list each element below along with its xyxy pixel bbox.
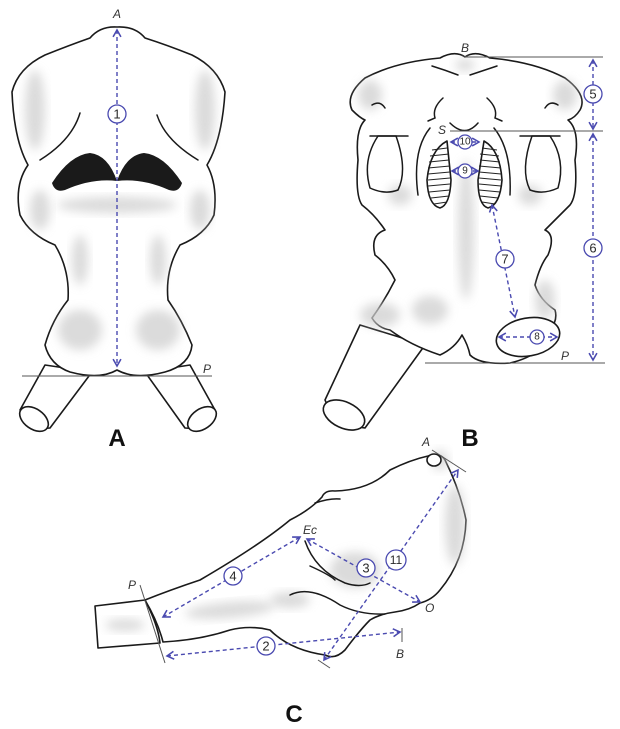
- measurement-1-marker: [107, 104, 127, 124]
- shading-a: [25, 70, 215, 350]
- landmark-p-a: P: [203, 362, 211, 376]
- landmark-p-b: P: [561, 349, 569, 363]
- measurement-10-number: 10: [459, 137, 471, 148]
- panel-c-lateral-view: 4 2 3 11 A Ec P O B C: [94, 435, 467, 728]
- ridge-b-1: [431, 65, 459, 76]
- landmark-a-c: A: [421, 435, 430, 449]
- ridge-b-3: [427, 97, 444, 122]
- measurement-9-number: 9: [462, 166, 468, 177]
- measurement-2-number: 2: [262, 639, 269, 654]
- p-reference-line-c: [139, 584, 166, 664]
- measurement-5-number: 5: [589, 87, 596, 102]
- choana-right: [477, 140, 503, 209]
- measurement-11-marker: [385, 549, 407, 571]
- landmark-s: S: [438, 123, 446, 137]
- measurement-1-number: 1: [113, 107, 120, 122]
- landmark-o: O: [425, 601, 434, 615]
- ridge-b-2: [469, 65, 498, 76]
- landmark-a-top: A: [112, 7, 121, 21]
- landmark-p-c: P: [128, 578, 136, 592]
- measurement-8-marker: [529, 329, 545, 345]
- measurement-2-marker: [256, 636, 276, 656]
- measurement-10-marker: [457, 134, 473, 150]
- measurement-6-number: 6: [589, 241, 596, 256]
- palate-ridge-left: [415, 127, 431, 196]
- ridge-b-5: [371, 102, 386, 109]
- a-reference-line-c: [431, 449, 467, 473]
- panel-label-a: A: [108, 425, 125, 452]
- landmark-b-c: B: [396, 647, 404, 661]
- landmark-ec: Ec: [303, 523, 317, 537]
- orbit-left-b: [366, 135, 404, 193]
- nasal-opening-right: [117, 153, 182, 191]
- palate-ridge-right: [493, 127, 511, 196]
- a-knob: [426, 453, 442, 467]
- ridge-b-4: [486, 97, 503, 122]
- panel-label-b: B: [461, 425, 478, 452]
- b-reference-line-c-low: [317, 659, 331, 669]
- orbit-ridge-left-a: [39, 112, 81, 161]
- panel-b-ventral-view: 5 6 10 9 7 8 B S P B: [322, 41, 605, 452]
- measurement-11-number: 11: [390, 553, 403, 567]
- left-condyle-a: [18, 364, 93, 433]
- measurement-8-number: 8: [534, 332, 540, 343]
- ridge-b-6: [544, 102, 559, 109]
- panel-a-dorsal-view: 1 A P A: [11, 7, 226, 452]
- measurement-9-marker: [457, 163, 473, 179]
- measurement-5-marker: [583, 84, 603, 104]
- left-condyle-b: [322, 324, 426, 431]
- orbit-right-b: [524, 135, 562, 193]
- skull-outline-c: [144, 453, 467, 658]
- measurement-7-number: 7: [501, 252, 508, 267]
- measurement-4-marker: [223, 566, 243, 586]
- measurement-3-number: 3: [362, 561, 369, 576]
- measurement-11-line: [323, 468, 459, 662]
- measurement-7-marker: [495, 249, 515, 269]
- measurement-6-marker: [583, 238, 603, 258]
- choana-left: [426, 140, 452, 209]
- shading-b: [358, 59, 577, 327]
- right-condyle-a: [144, 364, 218, 433]
- measurement-4-number: 4: [229, 569, 236, 584]
- orbit-ridge-right-a: [156, 114, 199, 161]
- landmark-b-top: B: [461, 41, 469, 55]
- nasal-opening-left: [52, 153, 117, 191]
- panel-label-c: C: [285, 701, 302, 728]
